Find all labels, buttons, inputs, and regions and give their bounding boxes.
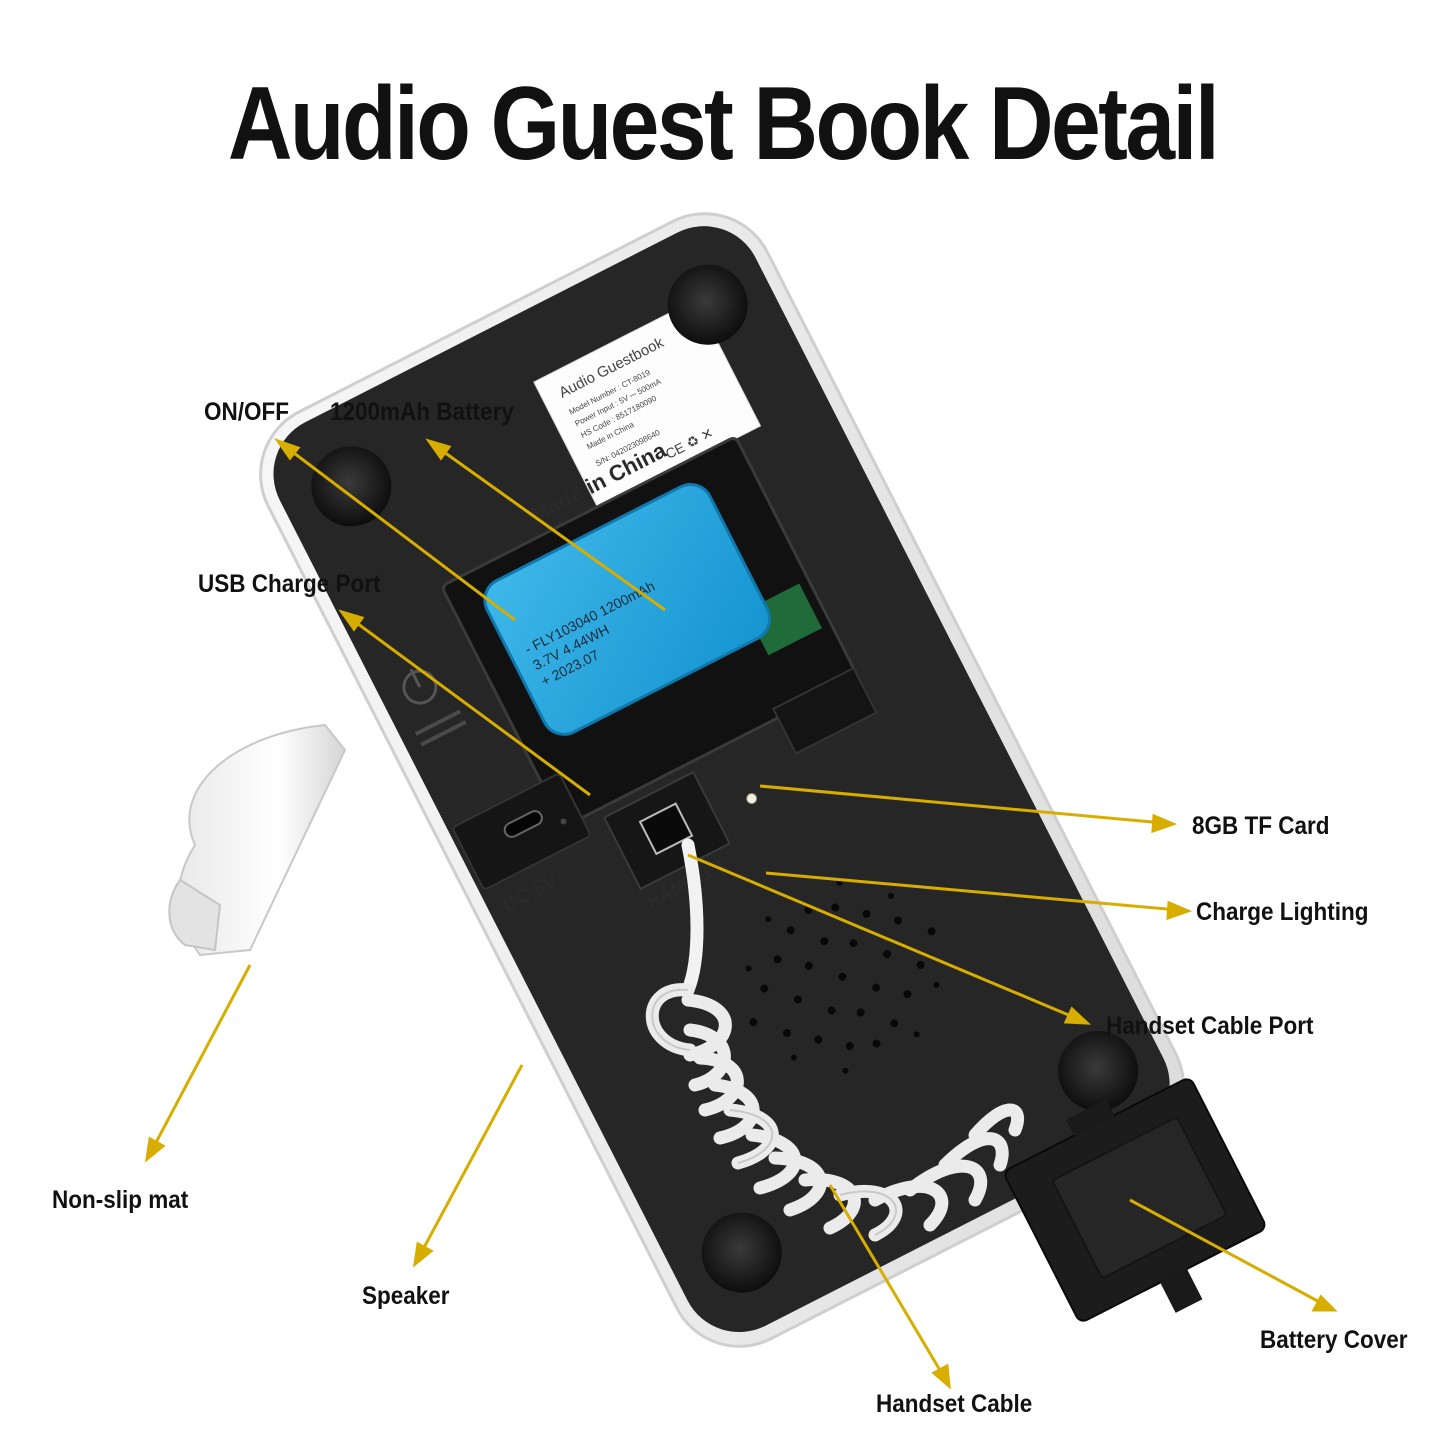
- charge-indicator-light: [746, 793, 758, 805]
- leader-usb-port: [349, 616, 591, 797]
- arrowhead-tf-card: [1151, 813, 1178, 834]
- leader-speaker: [418, 1064, 524, 1256]
- rubber-feet: [311, 264, 1139, 1293]
- handset: [168, 723, 347, 957]
- cable-shading: [651, 988, 897, 1236]
- foot-bottom-left: [701, 1212, 782, 1293]
- leader-tf-card: [759, 784, 1164, 825]
- callout-handset-cable: Handset Cable: [876, 1390, 1033, 1418]
- arrowhead-non-slip-mat: [144, 1136, 166, 1163]
- arrowhead-handset-port: [1063, 1006, 1092, 1025]
- callout-usb-port: USB Charge Port: [198, 570, 381, 598]
- callout-on-off: ON/OFF: [204, 398, 289, 426]
- arrowhead-speaker: [412, 1241, 434, 1268]
- arrowhead-usb-port: [338, 609, 365, 632]
- leader-on-off: [285, 445, 516, 622]
- device-base-panel: [273, 226, 1170, 1333]
- leader-battery: [436, 445, 666, 612]
- speaker-grille: [745, 879, 940, 1074]
- callout-tf-card: 8GB TF Card: [1192, 812, 1330, 840]
- handset-cable-port[interactable]: [602, 770, 731, 891]
- arrowhead-battery-cover: [1311, 1294, 1338, 1312]
- leader-handset-cable: [828, 1184, 946, 1378]
- foot-top-left: [311, 446, 392, 527]
- callout-speaker: Speaker: [362, 1282, 450, 1310]
- battery: - FLY103040 1200mAh 3.7V 4.44WH + 2023.0…: [483, 483, 772, 736]
- arrowhead-battery: [425, 438, 452, 461]
- battery-cover: [1004, 1078, 1266, 1322]
- arrowhead-handset-cable: [931, 1363, 951, 1390]
- leader-handset-port: [687, 853, 1079, 1021]
- arrowhead-charge-lighting: [1166, 900, 1193, 921]
- callout-lines: [144, 438, 1338, 1390]
- callout-charge-lighting: Charge Lighting: [1196, 898, 1369, 926]
- leader-battery-cover: [1129, 1198, 1326, 1307]
- tf-card-slot: [771, 666, 878, 755]
- arrowhead-on-off: [274, 438, 301, 461]
- leader-charge-lighting: [765, 871, 1179, 912]
- foot-bottom-right: [1058, 1030, 1139, 1111]
- page-title: Audio Guest Book Detail: [227, 66, 1220, 182]
- leader-non-slip-mat: [150, 964, 252, 1151]
- callout-battery: 1200mAh Battery: [330, 398, 514, 426]
- callout-non-slip-mat: Non-slip mat: [52, 1186, 189, 1214]
- usb-charge-port[interactable]: [452, 773, 591, 890]
- foot-top-right: [667, 264, 748, 345]
- callout-handset-cable-port: Handset Cable Port: [1106, 1012, 1314, 1040]
- callout-battery-cover: Battery Cover: [1260, 1326, 1408, 1354]
